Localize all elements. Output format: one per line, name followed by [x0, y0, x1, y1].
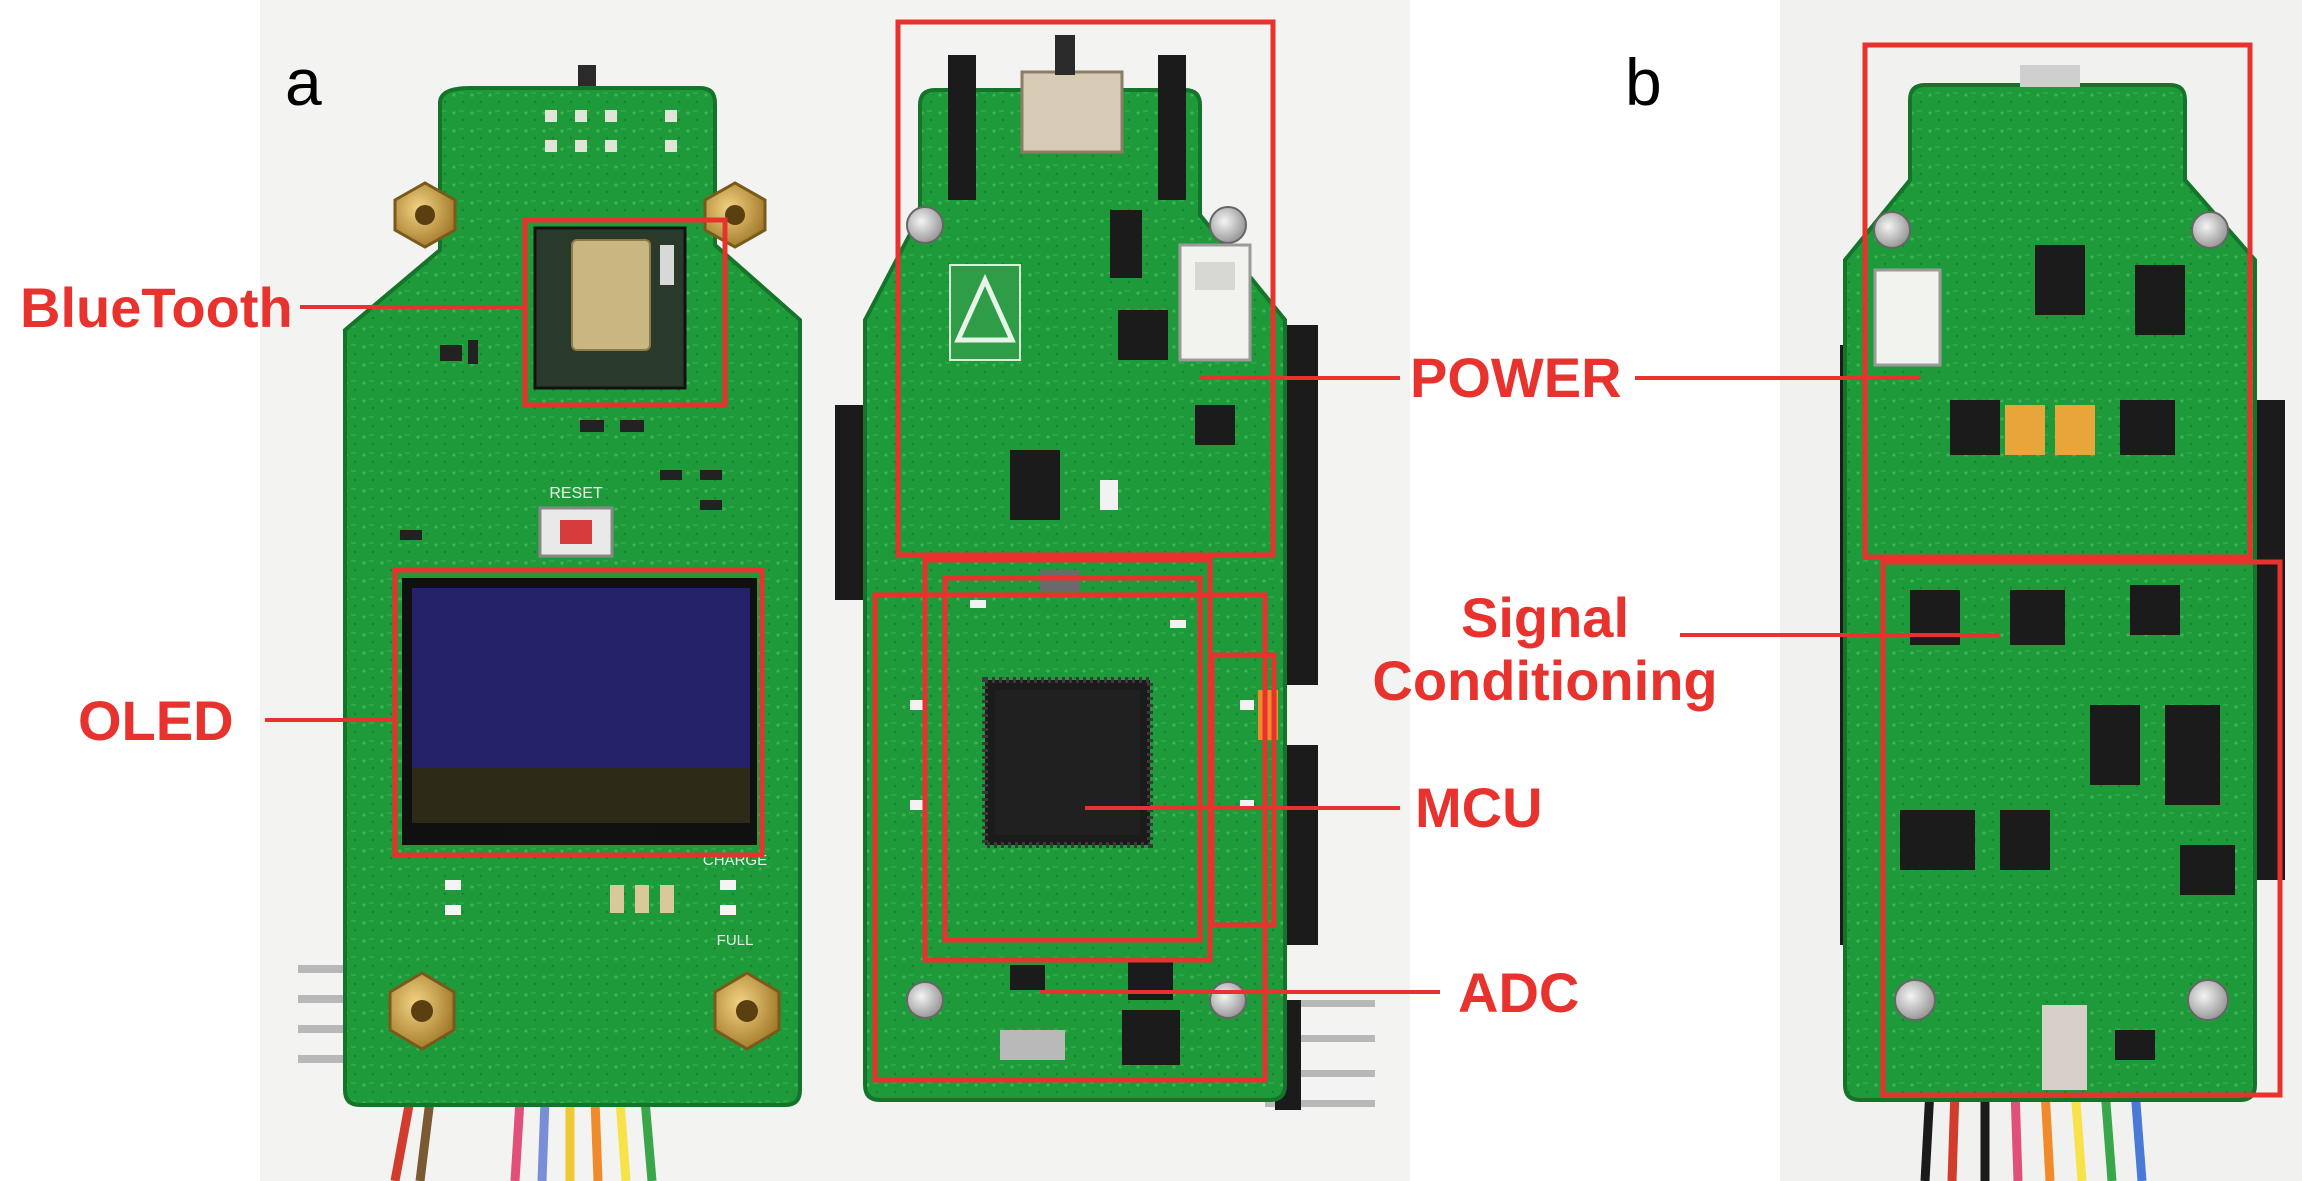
top-header-right	[1158, 55, 1186, 200]
reset-silkscreen: RESET	[549, 485, 603, 502]
tantalum-cap	[2005, 405, 2045, 455]
tantalum-cap	[2055, 405, 2095, 455]
smd-components	[400, 340, 722, 540]
bottom-components	[445, 880, 736, 915]
signal-label-line1: Signal	[1461, 586, 1629, 649]
top-header-left	[948, 55, 976, 200]
header-pins	[1265, 1000, 1375, 1107]
power-switch	[1020, 70, 1124, 154]
power-chips	[1010, 210, 1235, 520]
sensor-pad	[2042, 1005, 2087, 1090]
power-label: POWER	[1410, 346, 1622, 409]
screw	[1894, 979, 1936, 1021]
screw	[2187, 979, 2229, 1021]
ribbon-wires-b	[1920, 1089, 2147, 1181]
adc-box-1	[872, 592, 1268, 1083]
ribbon-wires	[390, 1099, 657, 1181]
bluetooth-label: BlueTooth	[20, 276, 293, 339]
logo-icon	[954, 273, 1016, 343]
screw	[1873, 211, 1911, 249]
power-box-b	[1862, 42, 2253, 560]
screw	[2191, 211, 2229, 249]
panel-label-b: b	[1625, 45, 1662, 119]
jst-connector-b	[1873, 268, 1942, 367]
top-pads	[545, 110, 677, 152]
power-box	[895, 19, 1276, 558]
bluetooth-shield	[571, 239, 651, 351]
reset-button	[538, 506, 614, 558]
oled-screen	[412, 588, 750, 768]
oled-box	[392, 567, 765, 858]
panel-label-a: a	[285, 45, 322, 119]
usb-port	[2020, 65, 2080, 87]
screw	[1209, 206, 1247, 244]
oled-label: OLED	[78, 689, 234, 752]
adc-box-2	[1209, 652, 1277, 928]
board-front: RESET FULL CHARGE	[298, 65, 802, 1181]
screw	[1209, 981, 1247, 1019]
mcu-box-inner	[942, 575, 1203, 943]
leader-lines	[265, 305, 2000, 994]
annotation-boxes	[392, 19, 2283, 1098]
signal-label-line2: Conditioning	[1372, 649, 1717, 712]
screw	[906, 981, 944, 1019]
adc-label: ADC	[1458, 961, 1579, 1024]
full-silkscreen: FULL	[717, 932, 754, 949]
board-b	[1840, 65, 2285, 1181]
mcu-label: MCU	[1415, 776, 1543, 839]
side-pins	[298, 965, 360, 1063]
signal-box	[1880, 559, 2283, 1098]
screw	[906, 206, 944, 244]
bluetooth-box	[522, 217, 728, 408]
